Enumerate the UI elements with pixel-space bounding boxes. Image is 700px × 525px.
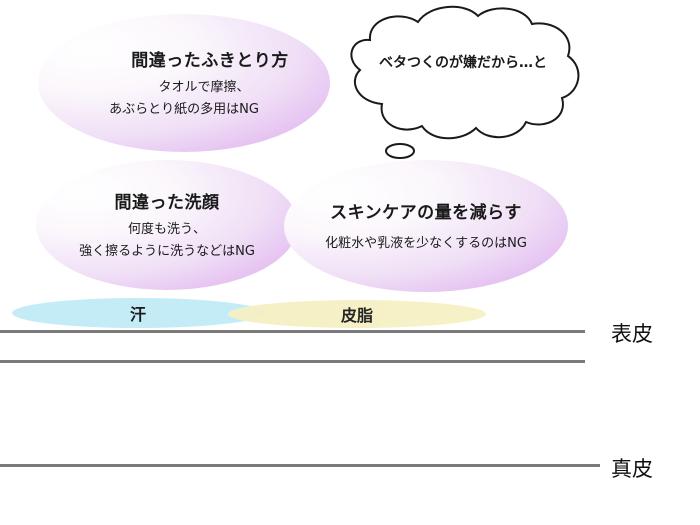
wrong-wiping-line-1: タオルで摩擦、	[158, 79, 250, 95]
thought-cloud-text: ベタつくのが嫌だから…と	[379, 55, 547, 71]
wrong-face-wash-line-2: 強く擦るように洗うなどはNG	[79, 243, 255, 259]
epidermis-label: 表皮	[611, 322, 653, 346]
epidermis-top-line	[0, 330, 585, 333]
sebum-label: 皮脂	[340, 306, 373, 325]
sebum-layer: 皮脂	[228, 300, 486, 328]
wrong-face-wash-description: 何度も洗う、 強く擦るように洗うなどはNG	[79, 219, 255, 263]
wrong-wiping-line-2: あぶらとり紙の多用はNG	[109, 101, 259, 117]
dermis-label: 真皮	[611, 457, 653, 481]
dermis-line	[0, 464, 600, 467]
reduce-skincare-description: 化粧水や乳液を少なくするのはNG	[325, 233, 527, 255]
wrong-wiping-title: 間違ったふきとり方	[131, 50, 289, 71]
thought-cloud: ベタつくのが嫌だから…と	[340, 0, 590, 165]
wrong-face-wash-bubble: 間違った洗顔 何度も洗う、 強く擦るように洗うなどはNG	[36, 160, 298, 290]
wrong-face-wash-title: 間違った洗顔	[114, 192, 220, 213]
wrong-wiping-description: タオルで摩擦、 あぶらとり紙の多用はNG	[109, 77, 259, 121]
reduce-skincare-title: スキンケアの量を減らす	[330, 202, 522, 223]
thought-cloud-icon	[350, 5, 580, 159]
epidermis-bottom-line	[0, 360, 585, 363]
sweat-layer: 汗	[12, 298, 264, 328]
reduce-skincare-line-1: 化粧水や乳液を少なくするのはNG	[325, 235, 527, 251]
reduce-skincare-bubble: スキンケアの量を減らす 化粧水や乳液を少なくするのはNG	[284, 160, 568, 292]
wrong-face-wash-line-1: 何度も洗う、	[127, 221, 206, 237]
sweat-label: 汗	[129, 305, 146, 324]
wrong-wiping-bubble: 間違ったふきとり方 タオルで摩擦、 あぶらとり紙の多用はNG	[38, 14, 330, 152]
